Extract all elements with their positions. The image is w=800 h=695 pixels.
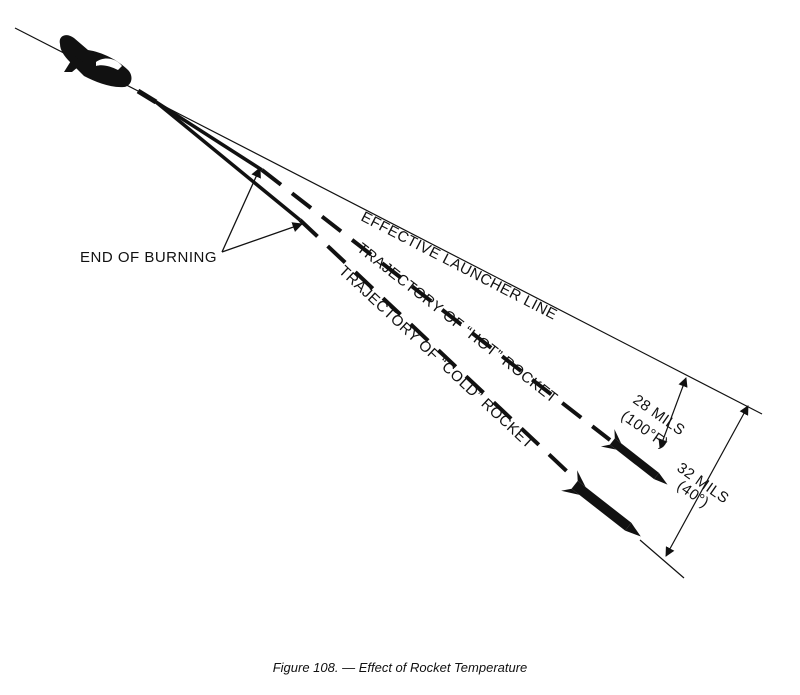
end-of-burning-label: END OF BURNING — [80, 249, 217, 266]
cold-trajectory-dashed — [298, 218, 576, 480]
end-of-burning-pointer-upper — [221, 167, 261, 253]
hot-trajectory-burning — [155, 100, 263, 172]
figure-caption: Figure 108. — Effect of Rocket Temperatu… — [272, 660, 528, 675]
aircraft-icon — [59, 35, 132, 88]
cold-trajectory-burning — [154, 100, 302, 222]
cold-rocket-icon — [561, 470, 641, 537]
end-of-burning-pointer-lower — [221, 222, 303, 253]
launch-stub — [136, 88, 158, 105]
effective-launcher-line — [155, 101, 763, 415]
cold-offset-line — [639, 539, 685, 579]
dim-arrow-32-mils — [665, 405, 749, 557]
